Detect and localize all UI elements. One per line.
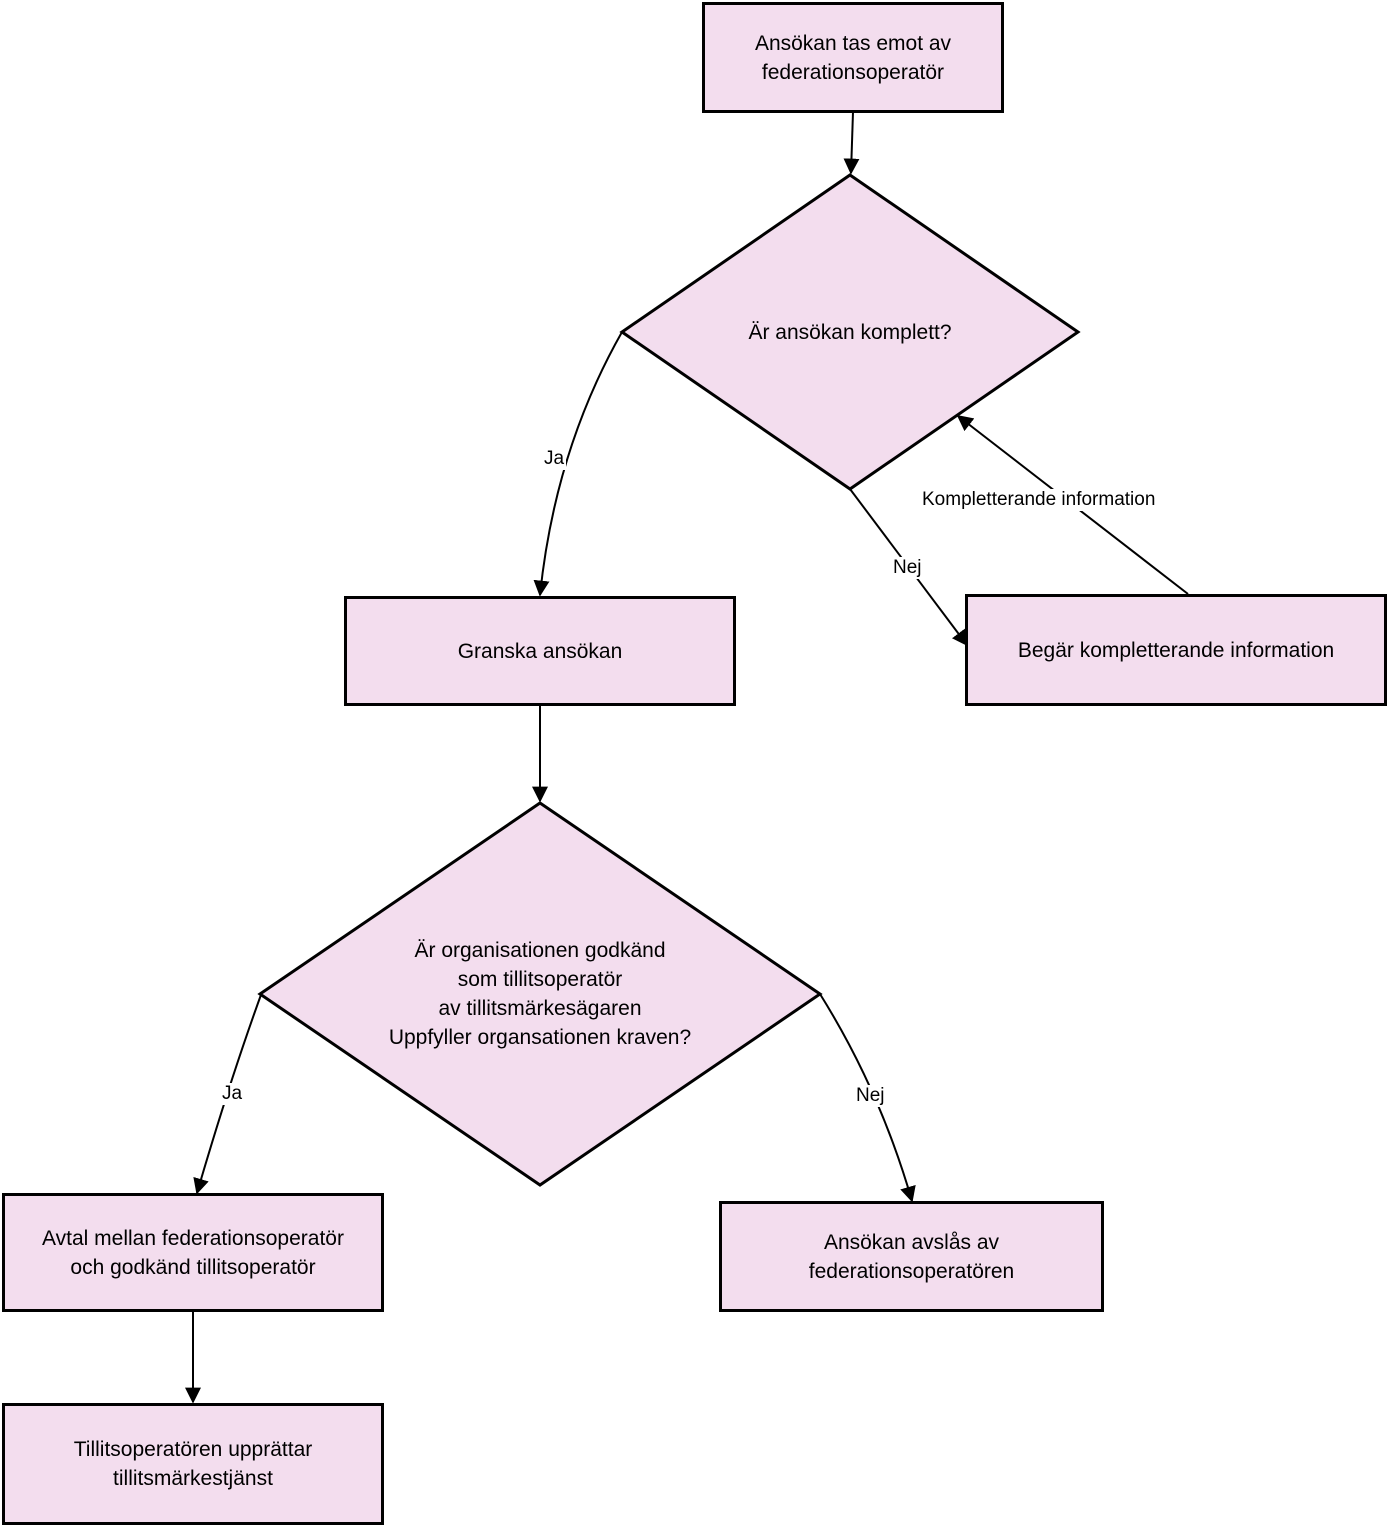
node-establish[interactable]: Tillitsoperatören upprättar tillitsmärke… (2, 1403, 384, 1525)
node-start-line-1: Ansökan tas emot av (754, 31, 952, 55)
node-start[interactable]: Ansökan tas emot av federationsoperatör (702, 2, 1004, 113)
node-rejected-line-1: Ansökan avslås av (823, 1230, 1000, 1254)
decision-approved-shape[interactable] (257, 801, 823, 1187)
node-agreement-line-1: Avtal mellan federationsoperatör (42, 1226, 344, 1250)
node-rejected-line-2: federationsoperatören (808, 1259, 1015, 1283)
edge-yes-1 (533, 331, 623, 597)
decision-approved-line-2: som tillitsoperatör (457, 968, 623, 991)
node-establish-line-2: tillitsmärkestjänst (113, 1467, 273, 1490)
edge-start-to-decision (843, 111, 860, 175)
node-start-line-2: federationsoperatör (761, 60, 945, 84)
edge-label-supplement: Kompletterande information (920, 489, 1158, 511)
node-establish-line-1: Tillitsoperatören upprättar (73, 1438, 313, 1461)
node-review-text: Granska ansökan (457, 639, 623, 663)
decision-approved-line-1: Är organisationen godkänd (414, 939, 666, 962)
node-agreement-line-2: och godkänd tillitsoperatör (70, 1255, 316, 1279)
node-request-info-text: Begär kompletterande information (1017, 638, 1335, 662)
edge-label-no-1: Nej (891, 557, 924, 579)
node-decision-approved-label: Är organisationen godkänd som tillitsope… (330, 934, 750, 1054)
node-review[interactable]: Granska ansökan (344, 596, 736, 706)
edge-label-yes-2: Ja (220, 1083, 245, 1105)
node-agreement[interactable]: Avtal mellan federationsoperatör och god… (2, 1193, 384, 1312)
node-rejected[interactable]: Ansökan avslås av federationsoperatören (719, 1201, 1104, 1312)
node-request-info[interactable]: Begär kompletterande information (965, 594, 1387, 706)
edge-label-yes-1: Ja (542, 448, 567, 470)
node-decision-complete-label: Är ansökan komplett? (660, 300, 1040, 364)
edge-label-no-2: Nej (854, 1085, 887, 1107)
decision-approved-line-4: Uppfyller organsationen kraven? (388, 1026, 692, 1049)
decision-approved-line-3: av tillitsmärkesägaren (438, 997, 642, 1020)
decision-complete-text: Är ansökan komplett? (748, 320, 952, 344)
